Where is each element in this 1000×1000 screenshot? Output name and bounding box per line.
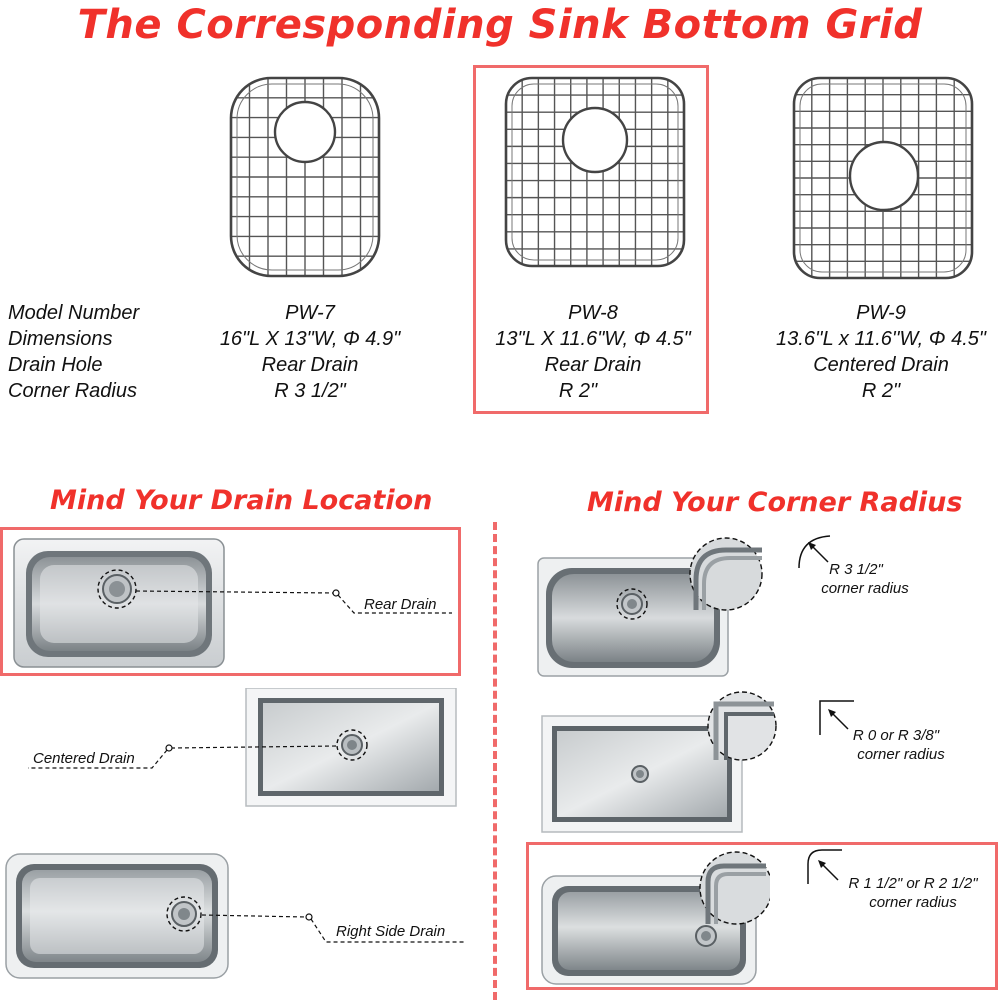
radius-zero-value: R 0 or R 3/8" [852,727,940,744]
page-title: The Corresponding Sink Bottom Grid [77,2,923,48]
pw9-specs: PW-9 13.6''L x 11.6''W, Φ 4.5" Centered … [762,300,1000,404]
radius-large-label: R 3 1/2" corner radius [800,560,930,598]
pw9-model: PW-9 [856,302,906,324]
rear-drain-highlight-frame [0,527,461,676]
radius-zero-corner-icon [819,700,854,735]
rear-drain-label: Rear Drain [364,596,437,613]
radius-medium-label: R 1 1/2" or R 2 1/2" corner radius [838,874,988,912]
pw9-grid-image [792,76,974,280]
radius-section-title: Mind Your Corner Radius [587,487,963,518]
right-side-drain-sink-image [5,853,464,979]
radius-zero-label: R 0 or R 3/8" corner radius [836,726,966,764]
pw8-specs: PW-8 13"L X 11.6"W, Φ 4.5" Rear Drain R … [478,300,708,404]
centered-drain-sink-image [28,688,457,807]
pw9-radius: R 2" [861,380,901,402]
pw8-highlight-frame [473,65,709,414]
radius-large-sink-image [537,537,763,677]
radius-large-corner-icon [798,535,831,569]
rear-drain-sink-image [13,538,452,668]
label-model-number: Model Number [8,302,140,324]
radius-medium-sink-image [541,851,770,985]
pw9-drain: Centered Drain [813,354,949,376]
pw8-grid-image [504,76,686,268]
section-divider [493,522,497,1000]
radius-medium-caption: corner radius [869,894,957,911]
centered-drain-label: Centered Drain [33,750,135,767]
right-side-drain-label: Right Side Drain [336,923,446,940]
radius-zero-sink-image [541,691,777,833]
radius-large-value: R 3 1/2" [829,561,883,578]
pw7-drain: Rear Drain [261,354,359,376]
pw8-radius: R 2" [558,380,598,402]
spec-labels: Model Number Dimensions Drain Hole Corne… [8,300,139,404]
pw8-drain: Rear Drain [544,354,642,376]
radius-zero-caption: corner radius [857,746,945,763]
radius-medium-value: R 1 1/2" or R 2 1/2" [848,875,978,892]
pw7-radius: R 3 1/2" [274,380,346,402]
label-corner-radius: Corner Radius [8,380,137,402]
pw7-specs: PW-7 16"L X 13"W, Φ 4.9" Rear Drain R 3 … [205,300,415,404]
pw8-model: PW-8 [568,302,618,324]
label-dimensions: Dimensions [8,328,113,350]
pw8-dimensions: 13"L X 11.6"W, Φ 4.5" [495,328,691,350]
radius-medium-highlight-frame [526,842,998,990]
label-drain-hole: Drain Hole [8,354,103,376]
pw9-dimensions: 13.6''L x 11.6''W, Φ 4.5" [776,328,986,350]
drain-section-title: Mind Your Drain Location [50,485,433,516]
radius-medium-corner-icon [807,849,842,884]
pw7-grid-image [229,76,381,278]
pw7-model: PW-7 [285,302,335,324]
pw7-dimensions: 16"L X 13"W, Φ 4.9" [219,328,401,350]
radius-large-caption: corner radius [821,580,909,597]
